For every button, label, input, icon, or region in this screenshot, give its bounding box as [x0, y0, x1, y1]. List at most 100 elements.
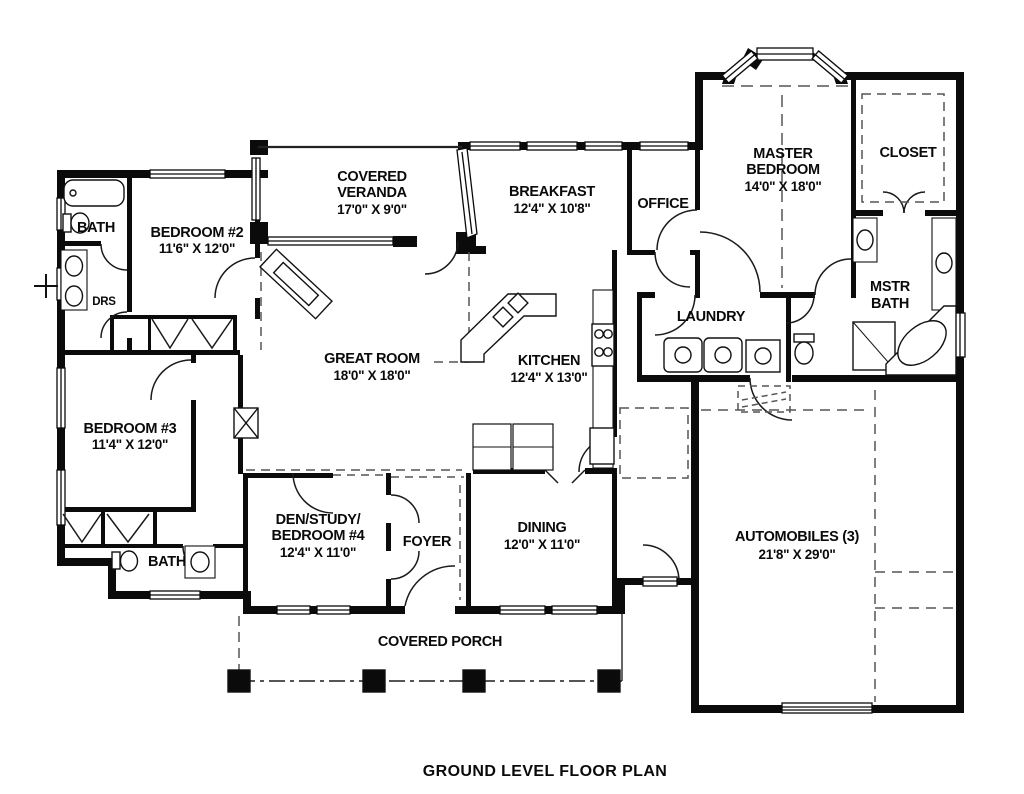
wall — [57, 428, 65, 470]
wall — [637, 292, 642, 382]
room-label-porch: COVERED PORCH — [378, 634, 502, 650]
wall — [695, 150, 700, 210]
master-tub — [897, 320, 947, 366]
wall — [627, 250, 655, 255]
sink — [190, 551, 210, 573]
wall — [691, 705, 782, 713]
room-dims-dining: 12'0" X 11'0" — [504, 537, 580, 552]
wall — [617, 578, 643, 585]
wall — [57, 170, 65, 198]
wall — [108, 591, 150, 599]
door-arc — [642, 544, 680, 582]
wall — [851, 80, 856, 216]
wall — [455, 606, 500, 614]
wall — [838, 72, 964, 80]
wall — [386, 579, 391, 613]
door-arc — [903, 191, 926, 214]
wall — [956, 72, 964, 313]
burner — [603, 347, 613, 357]
wall — [191, 355, 196, 363]
wall — [956, 357, 964, 713]
door-arc — [150, 359, 192, 401]
wall — [148, 315, 151, 355]
garage-door — [781, 702, 873, 714]
plan-caption: GROUND LEVEL FLOOR PLAN — [423, 763, 667, 780]
wall — [243, 473, 248, 613]
chase-x — [233, 407, 259, 439]
fireplace-box — [272, 261, 320, 307]
wall — [225, 170, 268, 178]
wall — [57, 507, 196, 512]
wall — [691, 382, 699, 712]
wall — [925, 210, 964, 216]
room-label-bath-bl: BATH — [148, 554, 186, 570]
door-arc — [100, 243, 128, 271]
wall — [792, 375, 964, 382]
wall — [597, 606, 624, 614]
room-label-veranda-1: COVERED — [337, 169, 407, 185]
wall — [57, 350, 240, 355]
wall — [108, 558, 116, 599]
door-jamb — [544, 469, 559, 484]
wall — [640, 292, 655, 298]
door-arc — [785, 294, 815, 324]
door-arc — [654, 251, 691, 288]
wall — [456, 246, 486, 254]
wall — [585, 468, 617, 474]
sink — [856, 229, 874, 251]
door-arc — [214, 257, 256, 299]
wall — [255, 298, 260, 319]
wall — [760, 292, 815, 298]
door-arc — [390, 494, 420, 524]
wall — [127, 241, 132, 312]
room-label-foyer: FOYER — [403, 534, 452, 550]
stair-dash — [741, 398, 787, 408]
door-arc — [424, 240, 459, 275]
room-label-office: OFFICE — [637, 196, 689, 212]
wall — [688, 142, 700, 150]
fridge — [589, 427, 615, 465]
wall — [466, 473, 471, 609]
wall — [695, 72, 730, 80]
dryer-door — [714, 346, 732, 364]
sink — [64, 255, 84, 277]
wall — [786, 298, 791, 382]
wall — [677, 578, 699, 585]
wall — [127, 338, 132, 355]
room-label-veranda-2: VERANDA — [337, 185, 407, 201]
wall — [617, 578, 625, 614]
wall — [101, 512, 105, 546]
utility-sink-basin — [754, 347, 772, 365]
room-label-great: GREAT ROOM — [324, 351, 420, 367]
kitchen-island — [460, 293, 557, 363]
sink-basin — [492, 306, 514, 328]
wall — [872, 705, 964, 713]
porch-column — [362, 669, 386, 693]
island-sink — [507, 292, 529, 314]
door-arc — [654, 294, 696, 336]
sink — [935, 252, 953, 274]
toilet-tank — [62, 213, 72, 233]
wall — [110, 315, 114, 355]
wall — [127, 170, 132, 244]
island-sink — [492, 306, 514, 328]
toilet-tank — [793, 333, 815, 343]
room-label-mstr-bath-1: MSTR — [870, 279, 911, 295]
room-label-laundry: LAUNDRY — [677, 309, 746, 325]
stair-dash — [737, 385, 791, 413]
room-dims-veranda: 17'0" X 9'0" — [337, 202, 407, 217]
stair-dash — [741, 391, 787, 401]
burner — [594, 347, 604, 357]
room-dims-kitchen: 12'4" X 13'0" — [511, 370, 588, 385]
wall — [545, 606, 552, 614]
washer-door — [674, 346, 692, 364]
room-dims-breakfast: 12'4" X 10'8" — [514, 201, 591, 216]
wall — [238, 438, 243, 474]
room-label-master-2: BEDROOM — [746, 162, 820, 178]
wall — [61, 544, 161, 548]
room-label-den-2: BEDROOM #4 — [272, 528, 365, 544]
wall — [57, 170, 150, 178]
wall — [243, 473, 333, 478]
bifold-door — [106, 513, 150, 544]
wall — [695, 72, 703, 150]
